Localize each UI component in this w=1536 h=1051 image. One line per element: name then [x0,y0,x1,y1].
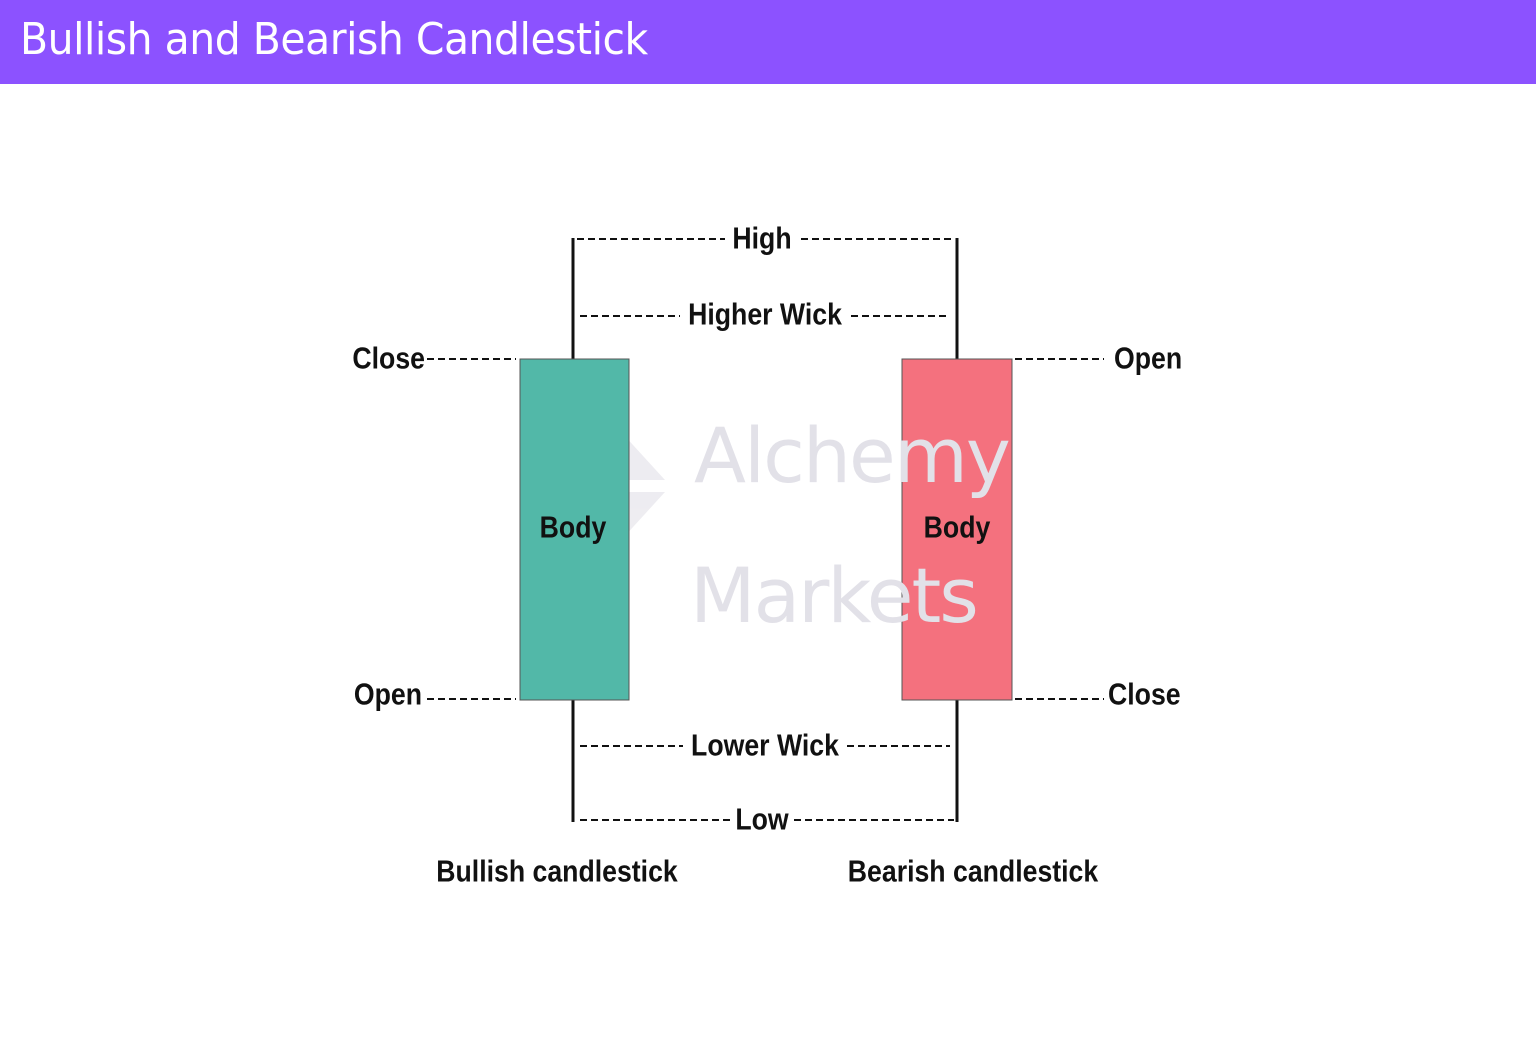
higher-wick-label: Higher Wick [688,296,842,332]
title-bar: Bullish and Bearish Candlestick [0,0,1536,84]
bullish-caption: Bullish candlestick [436,853,678,889]
watermark-line1: Alchemy [694,411,1011,500]
low-label: Low [735,801,789,837]
bearish-body [901,358,1013,701]
bullish-close-label: Close [352,340,425,376]
watermark-line2: Markets [690,551,979,640]
bearish-close-label: Close [1108,676,1181,712]
bullish-body [519,358,630,701]
lower-wick-label: Lower Wick [691,727,839,763]
bearish-body-label: Body [923,509,991,545]
bullish-open-label: Open [353,676,422,712]
page-title: Bullish and Bearish Candlestick [20,14,648,65]
bearish-open-label: Open [1114,340,1183,376]
bearish-caption: Bearish candlestick [847,853,1099,889]
bullish-body-label: Body [539,509,607,545]
high-label: High [732,220,792,256]
